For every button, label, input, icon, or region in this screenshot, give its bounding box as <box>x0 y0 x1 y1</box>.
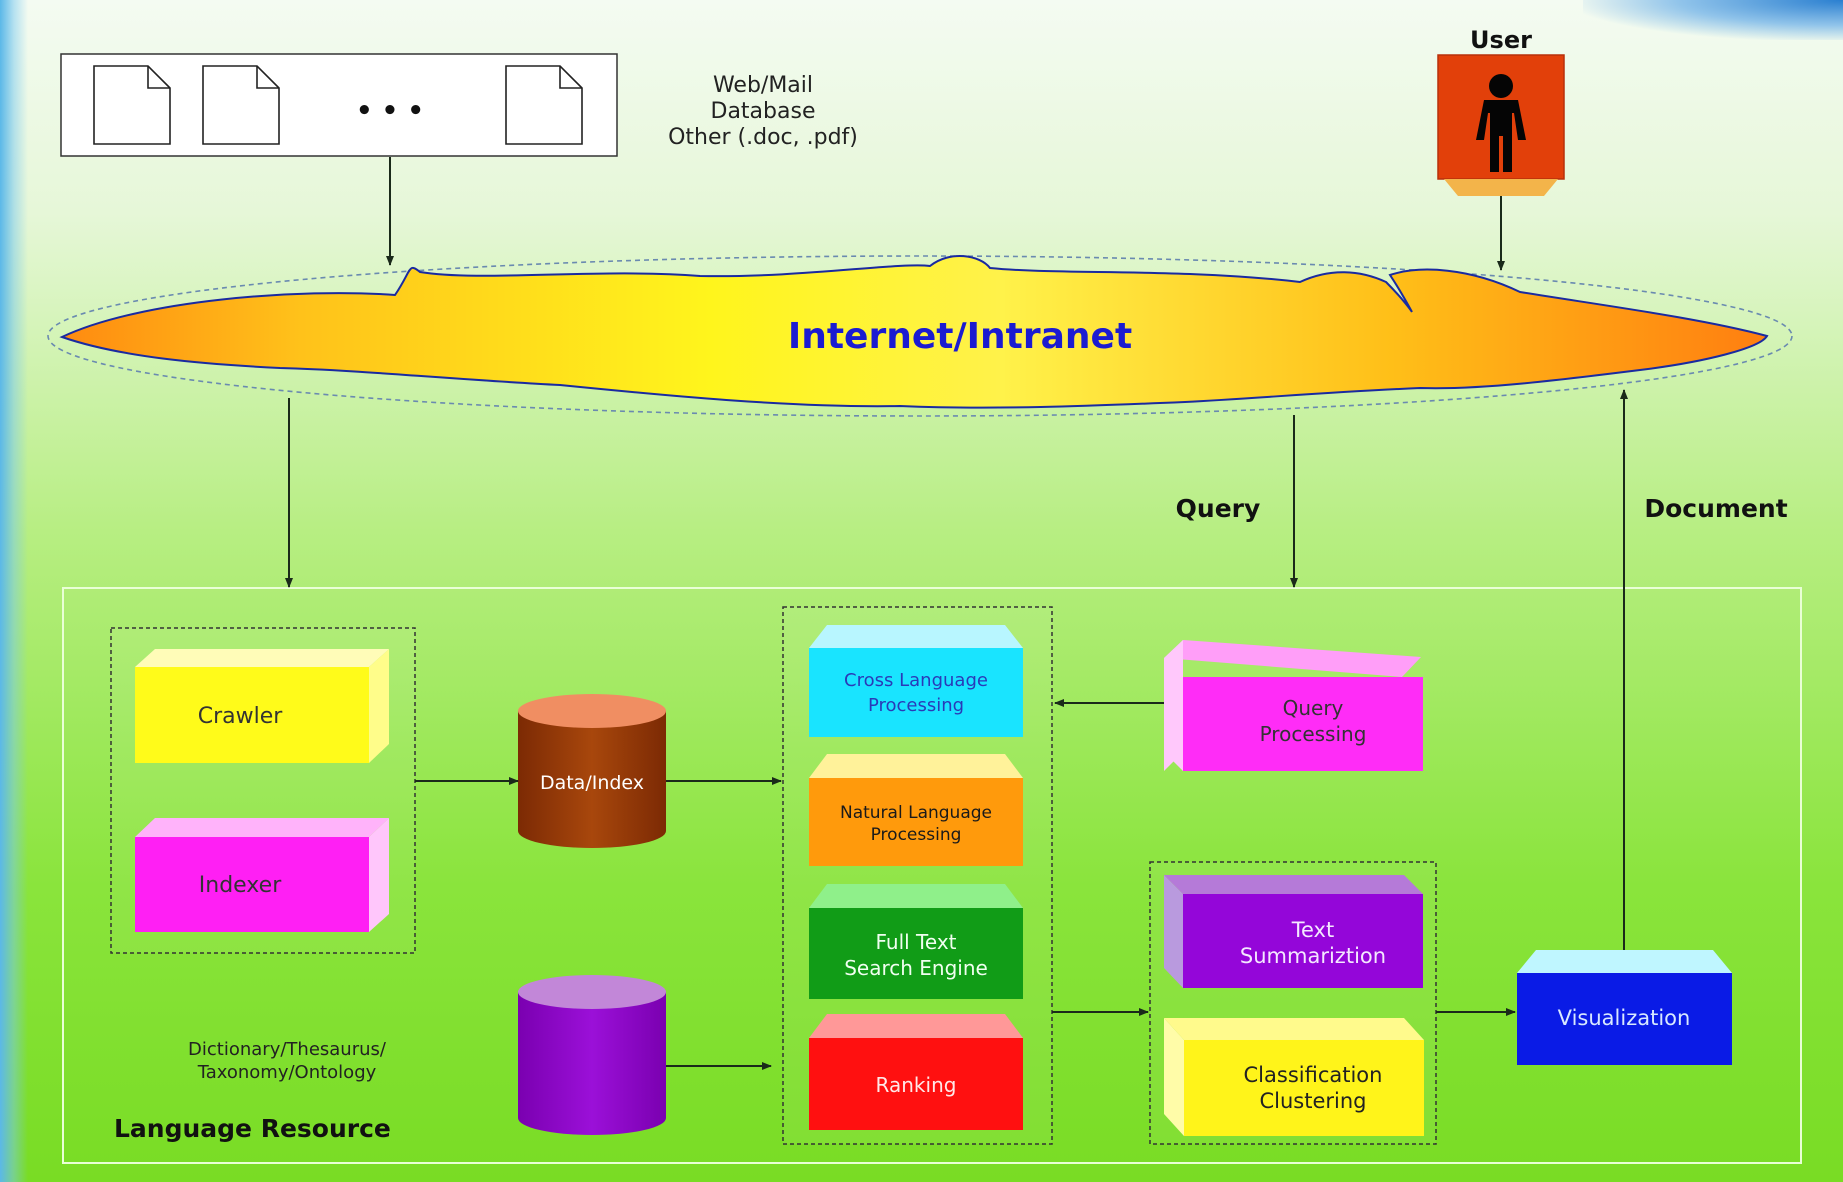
document-icon <box>93 65 171 145</box>
text-summarization-module: Text Summariztion <box>1164 875 1423 988</box>
text-summarization-label-line-1: Text <box>1291 918 1334 942</box>
classification-label-line-2: Clustering <box>1259 1089 1366 1113</box>
cross-language-label-line-2: Processing <box>868 695 964 716</box>
cross-language-module: Cross Language Processing <box>809 625 1023 737</box>
connector-arrows <box>285 157 1628 1070</box>
full-text-label-line-1: Full Text <box>875 930 956 954</box>
text-summarization-label-line-2: Summariztion <box>1240 944 1386 968</box>
query-flow-label: Query <box>1176 494 1261 523</box>
person-icon <box>1476 74 1526 172</box>
data-index-label: Data/Index <box>540 772 644 794</box>
natural-language-module: Natural Language Processing <box>809 754 1023 866</box>
crawler-label: Crawler <box>198 704 284 729</box>
classification-label-line-1: Classification <box>1244 1063 1383 1087</box>
query-processing-label-line-2: Processing <box>1260 722 1367 746</box>
natural-language-label-line-1: Natural Language <box>840 803 992 823</box>
ellipsis-label: • • • <box>356 96 424 126</box>
language-resource-region <box>62 587 1802 1164</box>
document-icon <box>202 65 280 145</box>
resource-db-label-line-2: Taxonomy/Ontology <box>197 1062 377 1083</box>
source-types-label: Web/Mail Database Other (.doc, .pdf) <box>668 73 858 150</box>
user-actor <box>1437 54 1565 196</box>
cross-language-label-line-1: Cross Language <box>844 670 988 691</box>
resource-db-label: Dictionary/Thesaurus/ Taxonomy/Ontology <box>188 1039 387 1083</box>
query-processing-module: Query Processing <box>1164 640 1423 771</box>
network-title: Internet/Intranet <box>788 316 1132 357</box>
full-text-label-line-2: Search Engine <box>844 956 988 980</box>
ranking-module: Ranking <box>809 1014 1023 1130</box>
data-index-database: Data/Index <box>518 694 666 848</box>
source-type-database: Database <box>711 99 816 124</box>
ranking-label: Ranking <box>876 1073 957 1097</box>
document-flow-label: Document <box>1644 494 1787 523</box>
document-sources-panel: • • • <box>60 53 618 157</box>
network-cloud: Internet/Intranet <box>47 254 1793 417</box>
language-resource-title: Language Resource <box>114 1114 391 1143</box>
indexer-label: Indexer <box>199 873 282 898</box>
user-label: User <box>1470 26 1532 54</box>
crawler-module: Crawler <box>135 649 389 763</box>
document-icon <box>505 65 583 145</box>
visualization-module: Visualization <box>1517 950 1732 1065</box>
indexer-module: Indexer <box>135 818 389 932</box>
full-text-search-module: Full Text Search Engine <box>809 884 1023 999</box>
query-processing-label-line-1: Query <box>1283 696 1344 720</box>
resource-db-label-line-1: Dictionary/Thesaurus/ <box>188 1039 387 1060</box>
source-type-web-mail: Web/Mail <box>713 73 813 98</box>
visualization-label: Visualization <box>1558 1006 1691 1030</box>
language-resource-database <box>518 975 666 1135</box>
classification-module: Classification Clustering <box>1164 1018 1424 1136</box>
source-type-other: Other (.doc, .pdf) <box>668 125 858 150</box>
natural-language-label-line-2: Processing <box>871 825 962 845</box>
